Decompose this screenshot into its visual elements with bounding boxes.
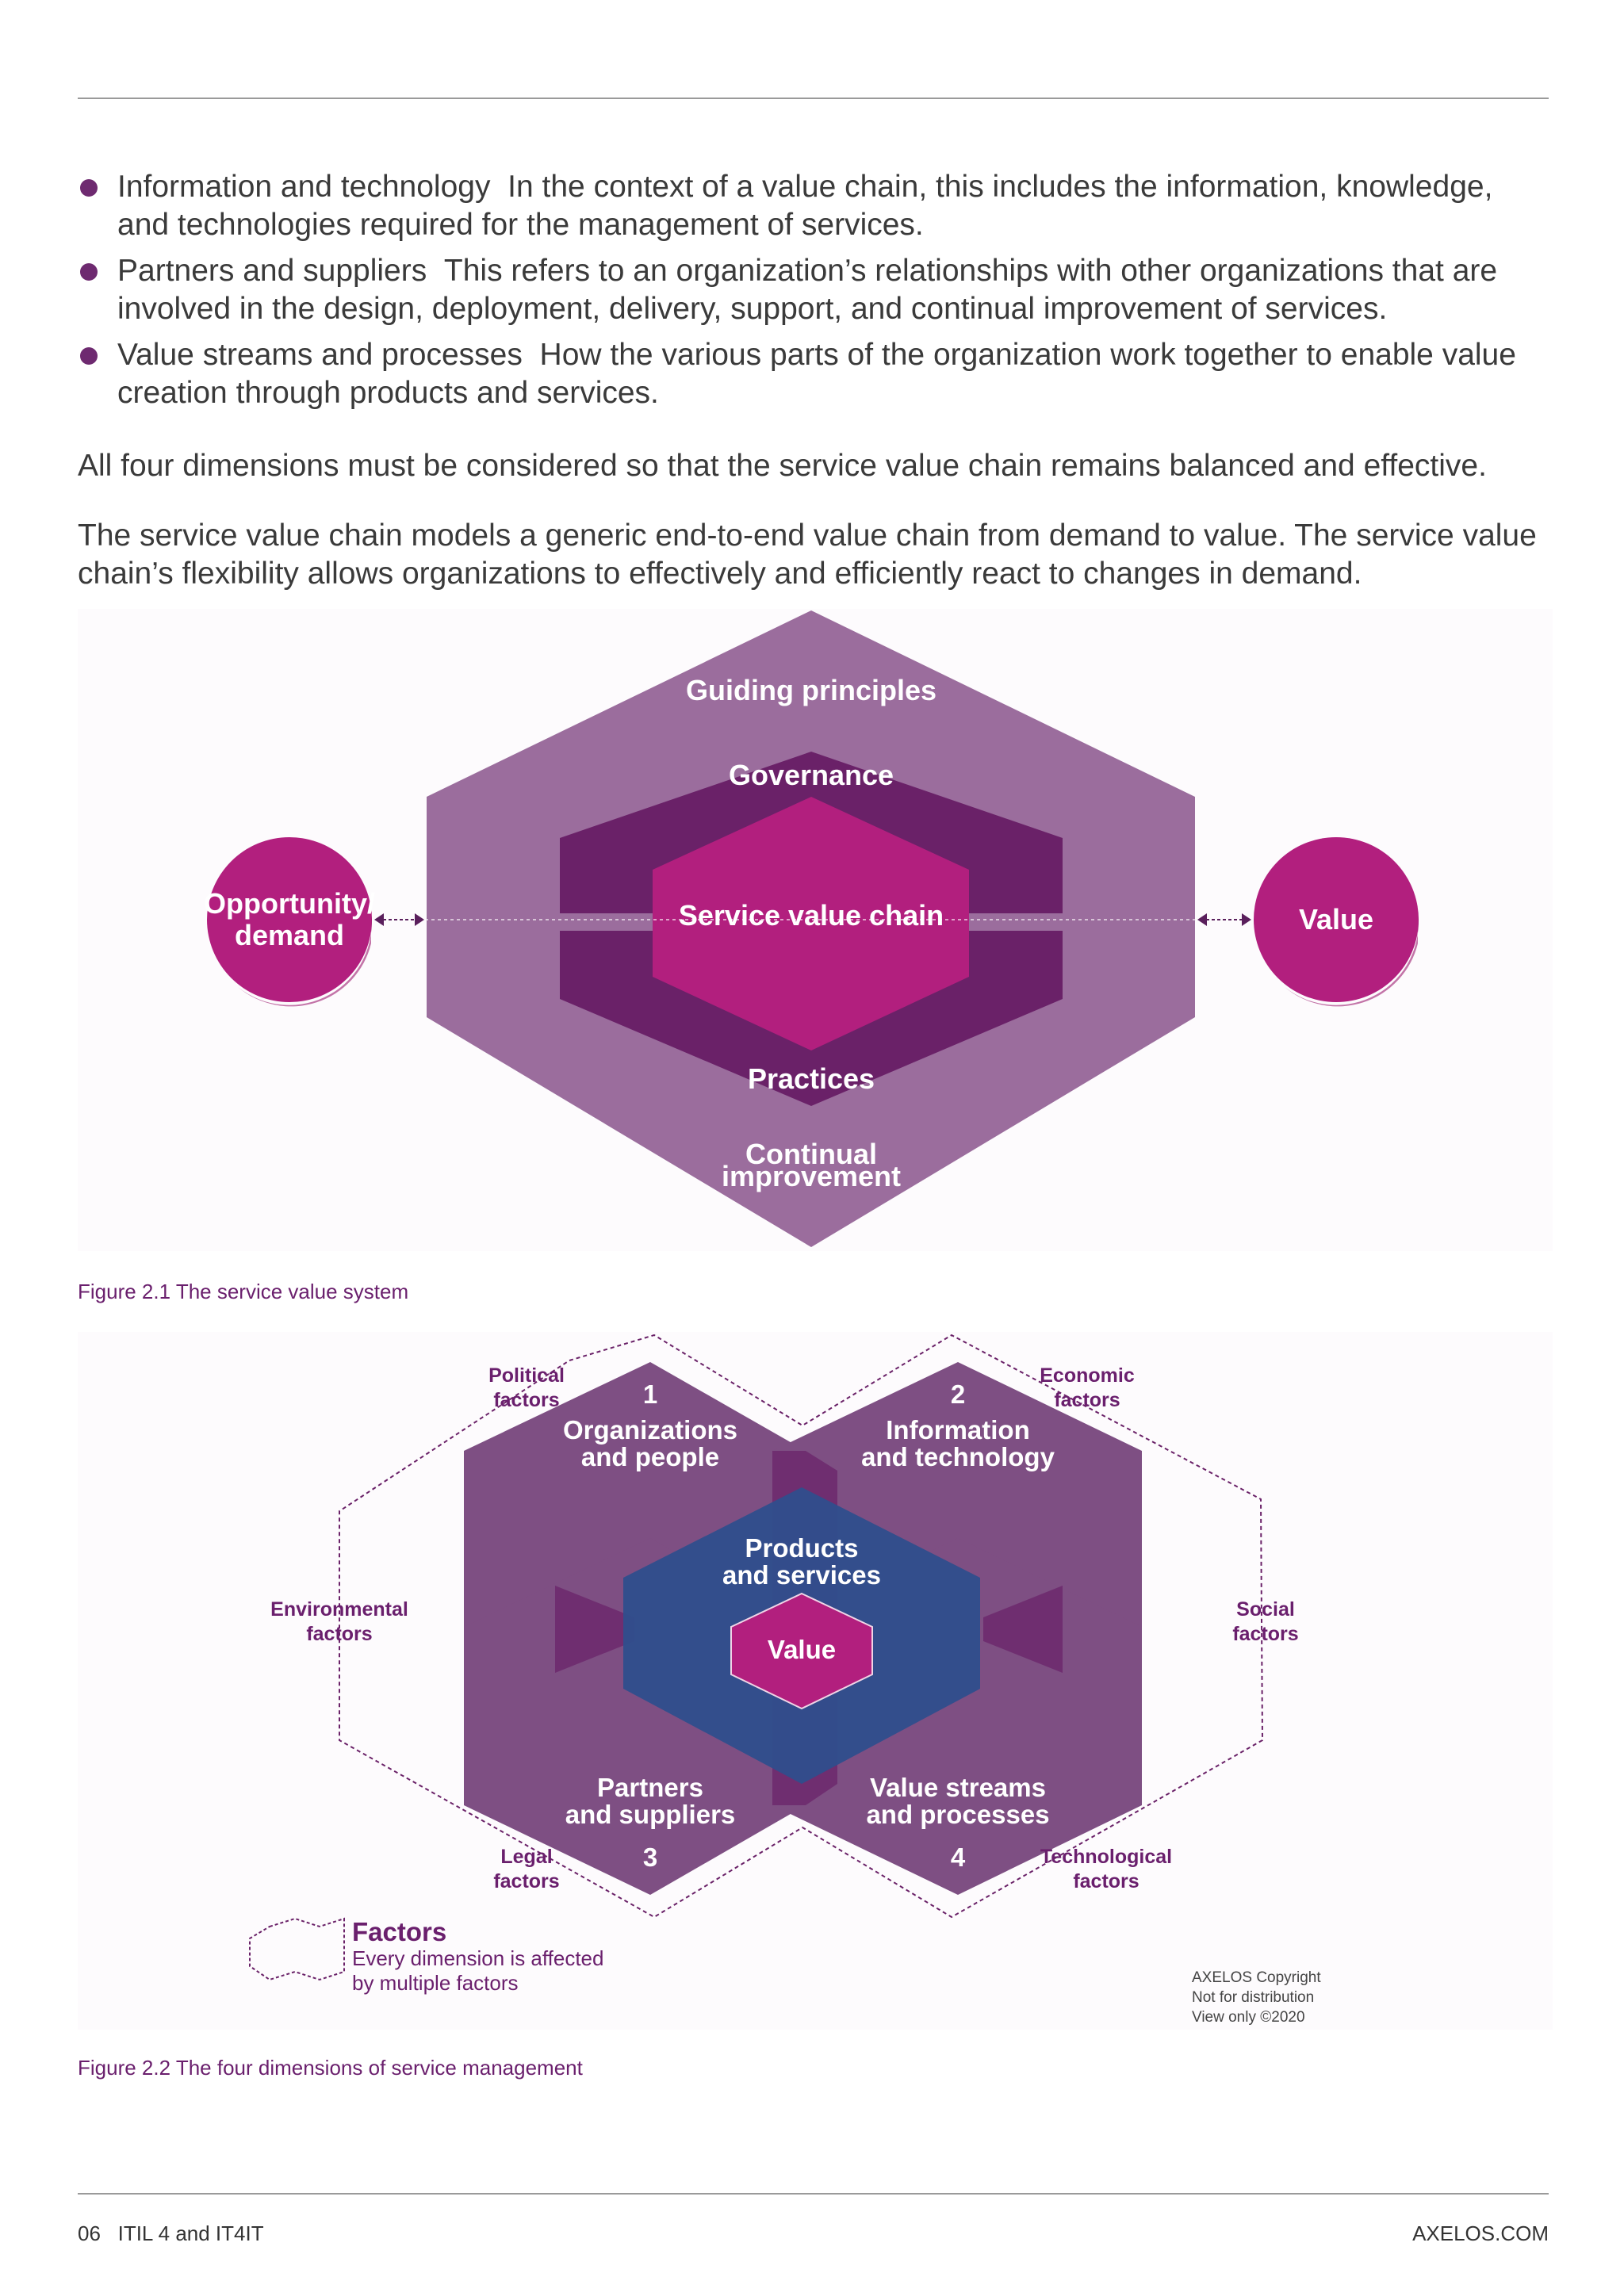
environmental-factors-label: Environmental xyxy=(270,1598,408,1621)
bottom-rule xyxy=(78,2193,1549,2195)
right-arrow-head-icon xyxy=(1242,913,1251,926)
dimension-2-label: Information xyxy=(886,1415,1029,1445)
bullet-list: Information and technology In the contex… xyxy=(78,168,1553,420)
dimension-1-label-2: and people xyxy=(581,1442,719,1471)
technological-factors-label-2: factors xyxy=(1073,1870,1139,1892)
economic-factors-label: Economic xyxy=(1040,1364,1135,1387)
copyright-line-2: Not for distribution xyxy=(1192,1989,1314,2006)
products-label: Products xyxy=(745,1533,858,1563)
improvement-label: improvement xyxy=(722,1160,901,1192)
bullet-text: In the context of a value chain, this in… xyxy=(117,170,1493,242)
value-label: Value xyxy=(768,1635,836,1664)
social-factors-label: Social xyxy=(1236,1598,1295,1621)
bullet-dot-icon xyxy=(80,263,98,281)
bullet-text: How the various parts of the organizatio… xyxy=(117,338,1516,410)
economic-factors-label-2: factors xyxy=(1054,1389,1120,1411)
opportunity-demand-circle xyxy=(207,837,372,1002)
right-arrow-head-icon xyxy=(1197,913,1207,926)
environmental-factors-label-2: factors xyxy=(306,1623,372,1645)
dimension-4-number: 4 xyxy=(951,1843,966,1872)
dimension-2-number: 2 xyxy=(951,1380,965,1409)
technological-factors-label: Technological xyxy=(1040,1846,1172,1868)
factors-legend-icon xyxy=(249,1917,345,1981)
political-factors-label: Political xyxy=(488,1364,565,1387)
dimension-4-label: Value streams xyxy=(870,1773,1046,1802)
bullet-term: Information and technology xyxy=(117,170,491,204)
dimension-3-number: 3 xyxy=(643,1843,657,1872)
paragraph-value-chain: The service value chain models a generic… xyxy=(78,519,1537,591)
top-rule xyxy=(78,98,1549,99)
bullet-term: Partners and suppliers xyxy=(117,254,427,288)
dimension-1-label: Organizations xyxy=(563,1415,737,1445)
value-circle xyxy=(1254,837,1419,1002)
dimension-2-label-2: and technology xyxy=(861,1442,1055,1471)
bullet-text: This refers to an organization’s relatio… xyxy=(117,254,1498,326)
overlap-shade xyxy=(555,1586,634,1673)
four-dimensions-figure: 1 Organizations and people 2 Information… xyxy=(78,1332,1553,2030)
bullet-item: Value streams and processes How the vari… xyxy=(78,336,1553,412)
footer-left: 06 ITIL 4 and IT4IT xyxy=(78,2221,264,2245)
overlap-shade xyxy=(983,1586,1063,1673)
value-label: Value xyxy=(1299,903,1373,936)
legend-title: Factors xyxy=(352,1917,446,1946)
legal-factors-label: Legal xyxy=(500,1846,552,1868)
dimension-1-number: 1 xyxy=(643,1380,657,1409)
copyright-line: AXELOS Copyright xyxy=(1192,1969,1321,1986)
political-factors-label-2: factors xyxy=(493,1389,559,1411)
left-arrow-head-icon xyxy=(374,913,384,926)
continual-label: Continual xyxy=(745,1138,877,1170)
opportunity-label: Opportunity/ xyxy=(204,887,375,920)
governance-label: Governance xyxy=(729,759,894,791)
bullet-item: Information and technology In the contex… xyxy=(78,168,1553,244)
dimension-3-label: Partners xyxy=(597,1773,703,1802)
value-hexagon xyxy=(730,1592,873,1710)
footer-right[interactable]: AXELOS.COM xyxy=(1412,2221,1549,2245)
service-value-chain-label: Service value chain xyxy=(679,899,944,932)
figure-2-caption: Figure 2.2 The four dimensions of servic… xyxy=(78,2056,583,2080)
service-value-system-figure: Guiding principles Governance Service va… xyxy=(78,609,1553,1251)
service-value-chain-hexagon xyxy=(653,797,969,1050)
bullet-term: Value streams and processes xyxy=(117,338,523,372)
dimension-4-label-2: and processes xyxy=(866,1800,1049,1829)
dimension-3-label-2: and suppliers xyxy=(565,1800,736,1829)
left-arrow-head-icon xyxy=(415,913,424,926)
bullet-dot-icon xyxy=(80,347,98,365)
factors-outline xyxy=(339,1334,1264,1919)
legend-text-2: by multiple factors xyxy=(352,1971,519,1995)
legal-factors-label-2: factors xyxy=(493,1870,559,1892)
practices-label: Practices xyxy=(748,1062,875,1095)
copyright-line-3: View only ©2020 xyxy=(1192,2009,1305,2026)
guiding-principles-label: Guiding principles xyxy=(686,674,936,706)
figure-1-caption: Figure 2.1 The service value system xyxy=(78,1280,409,1303)
social-factors-label-2: factors xyxy=(1232,1623,1298,1645)
legend-text: Every dimension is affected xyxy=(352,1946,603,1970)
paragraph-dimensions: All four dimensions must be considered s… xyxy=(78,449,1487,483)
products-label-2: and services xyxy=(722,1560,881,1590)
demand-label: demand xyxy=(235,919,344,951)
bullet-dot-icon xyxy=(80,179,98,197)
bullet-item: Partners and suppliers This refers to an… xyxy=(78,252,1553,328)
